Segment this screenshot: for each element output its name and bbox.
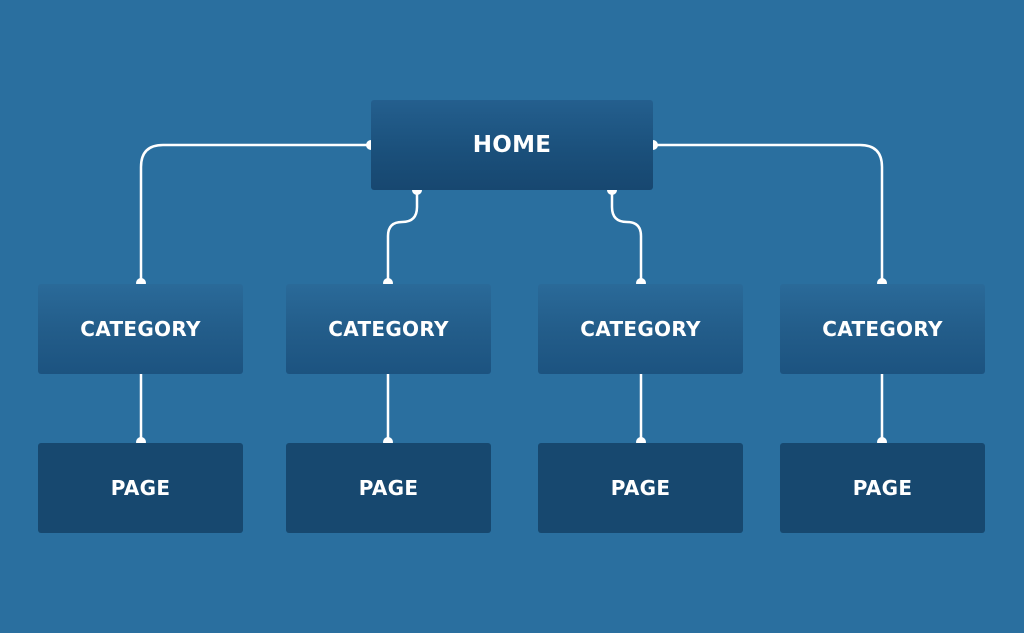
page-node-label: PAGE — [610, 476, 671, 500]
connector-home-to-category-2 — [386, 190, 419, 283]
category-node-3: CATEGORY — [538, 284, 743, 374]
page-node-label: PAGE — [110, 476, 171, 500]
home-node-label: HOME — [472, 132, 552, 158]
page-node-1: PAGE — [38, 443, 243, 533]
page-node-label: PAGE — [852, 476, 913, 500]
category-node-4: CATEGORY — [780, 284, 985, 374]
page-node-3: PAGE — [538, 443, 743, 533]
category-node-1: CATEGORY — [38, 284, 243, 374]
category-node-label: CATEGORY — [80, 317, 201, 341]
category-node-label: CATEGORY — [822, 317, 943, 341]
category-node-2: CATEGORY — [286, 284, 491, 374]
connector-home-to-category-1 — [139, 143, 371, 283]
category-node-label: CATEGORY — [328, 317, 449, 341]
page-node-2: PAGE — [286, 443, 491, 533]
connector-home-to-category-4 — [653, 143, 884, 283]
category-node-label: CATEGORY — [580, 317, 701, 341]
page-node-label: PAGE — [358, 476, 419, 500]
connector-home-to-category-3 — [610, 190, 643, 283]
home-node: HOME — [371, 100, 653, 190]
page-node-4: PAGE — [780, 443, 985, 533]
